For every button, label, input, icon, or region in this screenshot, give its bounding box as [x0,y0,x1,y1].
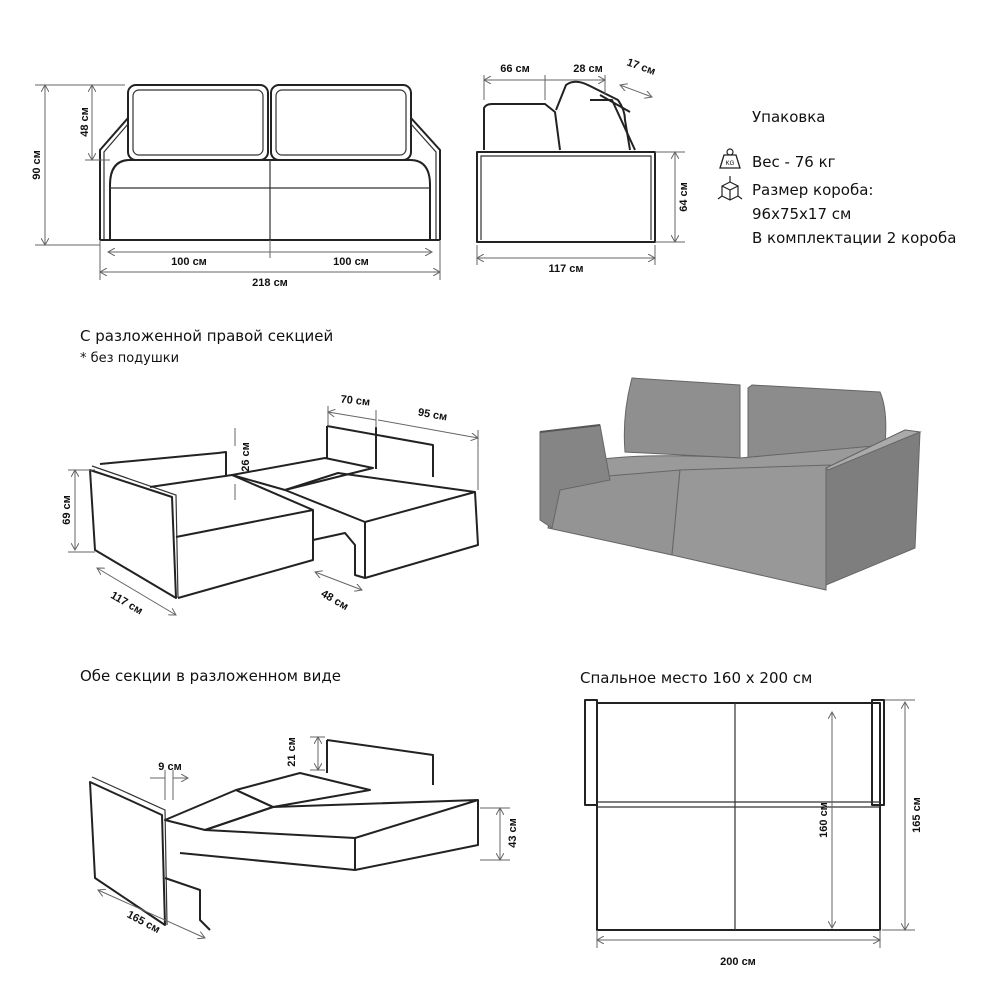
dim-right-back-height: 26 см [240,442,252,472]
right-section-title: С разложенной правой секцией [80,327,333,345]
both-sections-title: Обе секции в разложенном виде [80,667,341,685]
weight-icon: KG [719,148,741,169]
dim-bed-length: 200 см [720,956,756,968]
right-section-drawing [68,406,478,615]
dim-right-leg-depth: 48 см [319,588,351,613]
dim-side-height: 64 см [678,182,690,212]
dim-both-seat-height: 43 см [507,818,519,848]
packaging-box-size: 96x75x17 см [752,205,851,223]
sleeping-area-plan [584,699,915,948]
dim-side-arm-depth: 66 см [500,63,530,75]
dim-right-height: 69 см [61,495,73,525]
dim-front-back-height: 48 см [79,107,91,137]
box-size-icon [717,176,743,201]
dim-both-arm-width: 9 см [158,761,181,773]
dim-front-left-section: 100 см [171,256,207,268]
dim-bed-length-total: 165 см [911,797,923,833]
side-view-drawing [477,75,685,265]
dim-front-height: 90 см [31,150,43,180]
packaging-box-label: Размер короба: [752,181,873,199]
dim-side-back-depth: 28 см [573,63,603,75]
dim-side-back-tilt: 17 см [625,56,657,77]
dim-bed-width: 160 см [818,802,830,838]
dim-right-extension: 95 см [417,407,448,424]
sleeping-area-title: Спальное место 160 х 200 см [580,669,812,687]
dim-front-width: 218 см [252,277,288,289]
packaging-title: Упаковка [752,108,825,126]
packaging-box-count: В комплектации 2 короба [752,229,956,247]
dim-both-back-height: 21 см [286,737,298,767]
right-section-note: * без подушки [80,351,179,366]
dim-both-length: 165 см [125,909,162,936]
sofa-photo [539,377,922,591]
svg-text:KG: KG [726,161,735,167]
front-view-drawing [35,84,441,280]
dim-right-seat-depth: 70 см [340,394,371,409]
packaging-weight: Вес - 76 кг [752,153,836,171]
both-sections-drawing [89,737,510,938]
dim-side-depth: 117 см [548,263,583,275]
dim-front-right-section: 100 см [333,256,369,268]
